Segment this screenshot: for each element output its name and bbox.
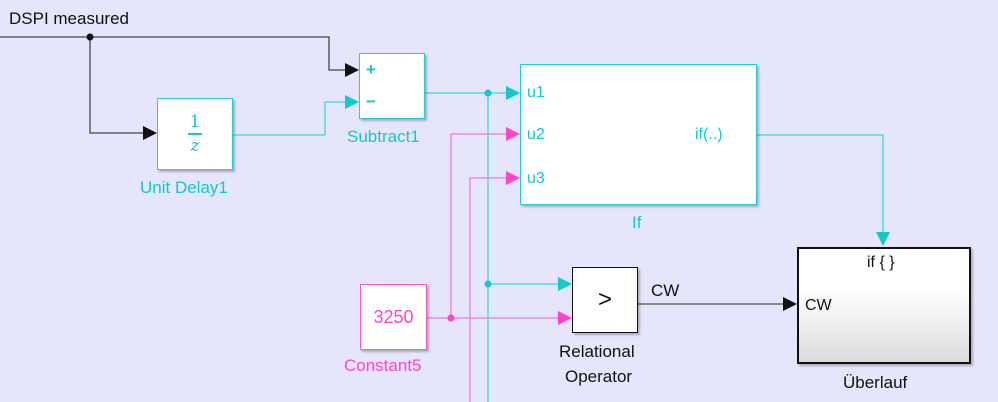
constant-label: Constant5 <box>344 356 422 375</box>
port-if-output: if(..) <box>695 126 723 143</box>
unit-delay-label: Unit Delay1 <box>140 178 228 197</box>
arrow-u2 <box>506 127 520 141</box>
difference-line[interactable] <box>425 92 558 402</box>
constant-value: 3250 <box>373 306 414 327</box>
branch-point <box>484 280 492 288</box>
cw-signal-label: CW <box>651 281 680 300</box>
subsystem-label: Überlauf <box>843 373 908 392</box>
ueberlauf-subsystem-block[interactable]: if { } CW <box>797 247 971 364</box>
port-u2: u2 <box>527 126 545 143</box>
fraction-bar <box>188 133 202 135</box>
relational-label-line2: Operator <box>565 367 633 386</box>
branch-point <box>447 314 455 322</box>
arrow-subtract-plus <box>345 63 359 77</box>
subtract-block[interactable]: + − <box>359 53 425 119</box>
if-action-line[interactable] <box>757 134 884 232</box>
trigger-port-label: if { } <box>867 254 895 271</box>
delay-numerator: 1 <box>189 112 201 133</box>
minus-sign: − <box>366 92 376 111</box>
arrow-u3 <box>506 171 520 185</box>
port-u3: u3 <box>527 170 545 187</box>
arrow-u1 <box>506 86 520 100</box>
unit-delay-block[interactable]: 1 z <box>157 98 233 170</box>
arrow-cw <box>783 297 797 311</box>
arrow-relational-in2 <box>558 311 572 325</box>
dspi-signal-line[interactable] <box>0 36 345 134</box>
branch-point <box>86 33 94 41</box>
port-cw: CW <box>805 297 832 314</box>
relational-operator-block[interactable]: > <box>572 267 638 333</box>
arrow-subtract-minus <box>345 95 359 109</box>
subtract-label: Subtract1 <box>347 127 420 146</box>
if-block-label: If <box>632 213 642 232</box>
plus-sign: + <box>366 60 376 79</box>
delay-denominator: z <box>190 135 200 156</box>
branch-point <box>484 89 492 97</box>
arrow-trigger <box>876 232 890 246</box>
if-block[interactable]: u1 u2 u3 if(..) <box>520 64 757 205</box>
delay-output-line[interactable] <box>233 101 345 136</box>
dspi-signal-label: DSPI measured <box>9 9 129 28</box>
arrow-unit-delay-in <box>143 126 157 140</box>
operator-symbol: > <box>597 286 612 313</box>
port-u1: u1 <box>527 84 545 101</box>
arrow-relational-in1 <box>558 277 572 291</box>
constant-block[interactable]: 3250 <box>360 284 427 350</box>
relational-label-line1: Relational <box>559 342 635 361</box>
